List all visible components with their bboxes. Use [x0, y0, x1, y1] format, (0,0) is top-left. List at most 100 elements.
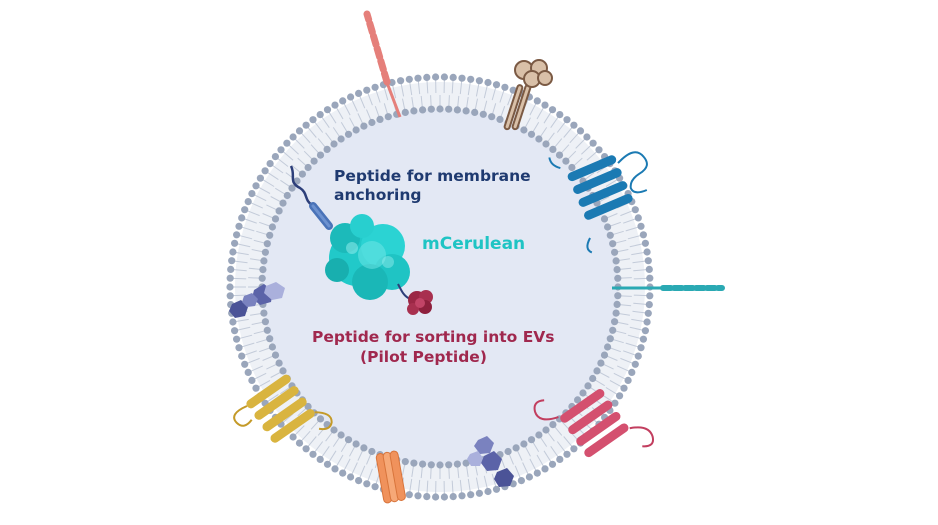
lipid-head [492, 485, 501, 493]
lipid-head [436, 105, 444, 113]
lipid-head [347, 93, 355, 101]
lipid-head [352, 126, 360, 134]
lipid-head [637, 344, 645, 352]
lipid-head [229, 318, 237, 326]
lipid-head [611, 318, 619, 326]
lipid-head [606, 335, 614, 343]
lipid-head [645, 265, 653, 273]
lipid-head [458, 492, 466, 500]
lipid-head [549, 421, 557, 429]
lipid-head [231, 327, 239, 335]
lipid-head [266, 335, 274, 343]
yellow-transmembrane-protein-icon [233, 374, 333, 443]
lipid-head [641, 239, 650, 247]
lipid-head [347, 473, 355, 481]
lipid-head [279, 199, 287, 207]
lipid-head [604, 343, 612, 351]
lipid-head [419, 106, 427, 114]
lipid-head [458, 74, 466, 82]
lipid-head [339, 97, 347, 105]
lipid-head [624, 376, 632, 384]
lipid-head [634, 352, 642, 360]
lipid-head [612, 309, 620, 317]
lipid-head [295, 439, 304, 447]
lipid-head [268, 343, 276, 351]
lipid-head [427, 461, 435, 469]
lipid-head [568, 163, 576, 172]
lipid-head [266, 160, 274, 168]
sorting-peptide-label-line1: Peptide for sorting into EVs [312, 328, 555, 346]
lipid-head [600, 351, 609, 359]
lipid-head [414, 74, 422, 82]
vesicle-lumen [262, 109, 618, 465]
lipid-head [279, 367, 287, 375]
lipid-head [309, 450, 317, 458]
lipid-head [535, 431, 543, 439]
lipid-head [371, 83, 379, 91]
lipid-head [570, 445, 578, 453]
lipid-head [368, 447, 376, 456]
lipid-head [344, 436, 353, 444]
lipid-head [484, 487, 492, 496]
lipid-head [259, 266, 267, 274]
lipid-head [271, 351, 280, 359]
brown-receptor-icon [503, 59, 553, 131]
lipid-head [548, 106, 557, 114]
lipid-head [542, 140, 550, 148]
lipid-head [620, 384, 628, 392]
lipid-head [331, 101, 339, 109]
lipid-head [527, 130, 536, 138]
lipid-head [462, 107, 470, 115]
lipid-head [316, 415, 325, 423]
mcerulean-protein-icon [325, 214, 410, 300]
lipid-head [363, 480, 371, 488]
lipid-head [261, 167, 269, 175]
lipid-head [440, 493, 448, 501]
lipid-head [484, 78, 492, 87]
lipid-head [488, 113, 496, 121]
lipid-head [344, 130, 353, 138]
membrane-anchor-peptide-icon [289, 165, 333, 230]
lipid-head [616, 392, 624, 400]
lipid-head [631, 360, 639, 368]
lipid-head [595, 146, 603, 154]
lipid-head [637, 222, 645, 230]
lipid-head [260, 309, 268, 317]
lipid-head [475, 77, 483, 85]
lipid-head [302, 121, 310, 129]
lipid-head [337, 135, 345, 143]
lipid-head [241, 360, 249, 368]
lipid-head [229, 248, 237, 256]
lipid-head [643, 248, 651, 256]
lipid-head [304, 163, 312, 172]
lipid-head [614, 292, 622, 300]
lipid-head [323, 460, 332, 468]
lipid-head [597, 359, 605, 367]
lipid-head [271, 153, 279, 161]
lipid-head [555, 151, 564, 159]
lipid-head [256, 174, 264, 182]
lipid-head [563, 116, 571, 124]
lipid-head [611, 399, 619, 407]
lipid-head [252, 384, 260, 392]
pilot-peptide-icon [407, 290, 433, 315]
lipid-head [541, 465, 549, 473]
lipid-head [644, 257, 652, 265]
lipid-head [453, 460, 461, 468]
lipid-head [549, 145, 557, 153]
lipid-head [263, 326, 271, 334]
lipid-head [266, 231, 274, 239]
lipid-head [542, 426, 550, 434]
lipid-head [589, 374, 597, 383]
lipid-head [611, 248, 619, 256]
lipid-head [606, 231, 614, 239]
lipid-head [445, 105, 453, 113]
lipid-head [631, 206, 639, 214]
lipid-head [261, 248, 269, 256]
orange-channel-protein-icon [375, 450, 406, 504]
lipid-head [423, 493, 431, 501]
sorting-peptide-label-line2: (Pilot Peptide) [360, 348, 487, 366]
lipid-head [410, 459, 418, 467]
lipid-head [467, 75, 475, 83]
